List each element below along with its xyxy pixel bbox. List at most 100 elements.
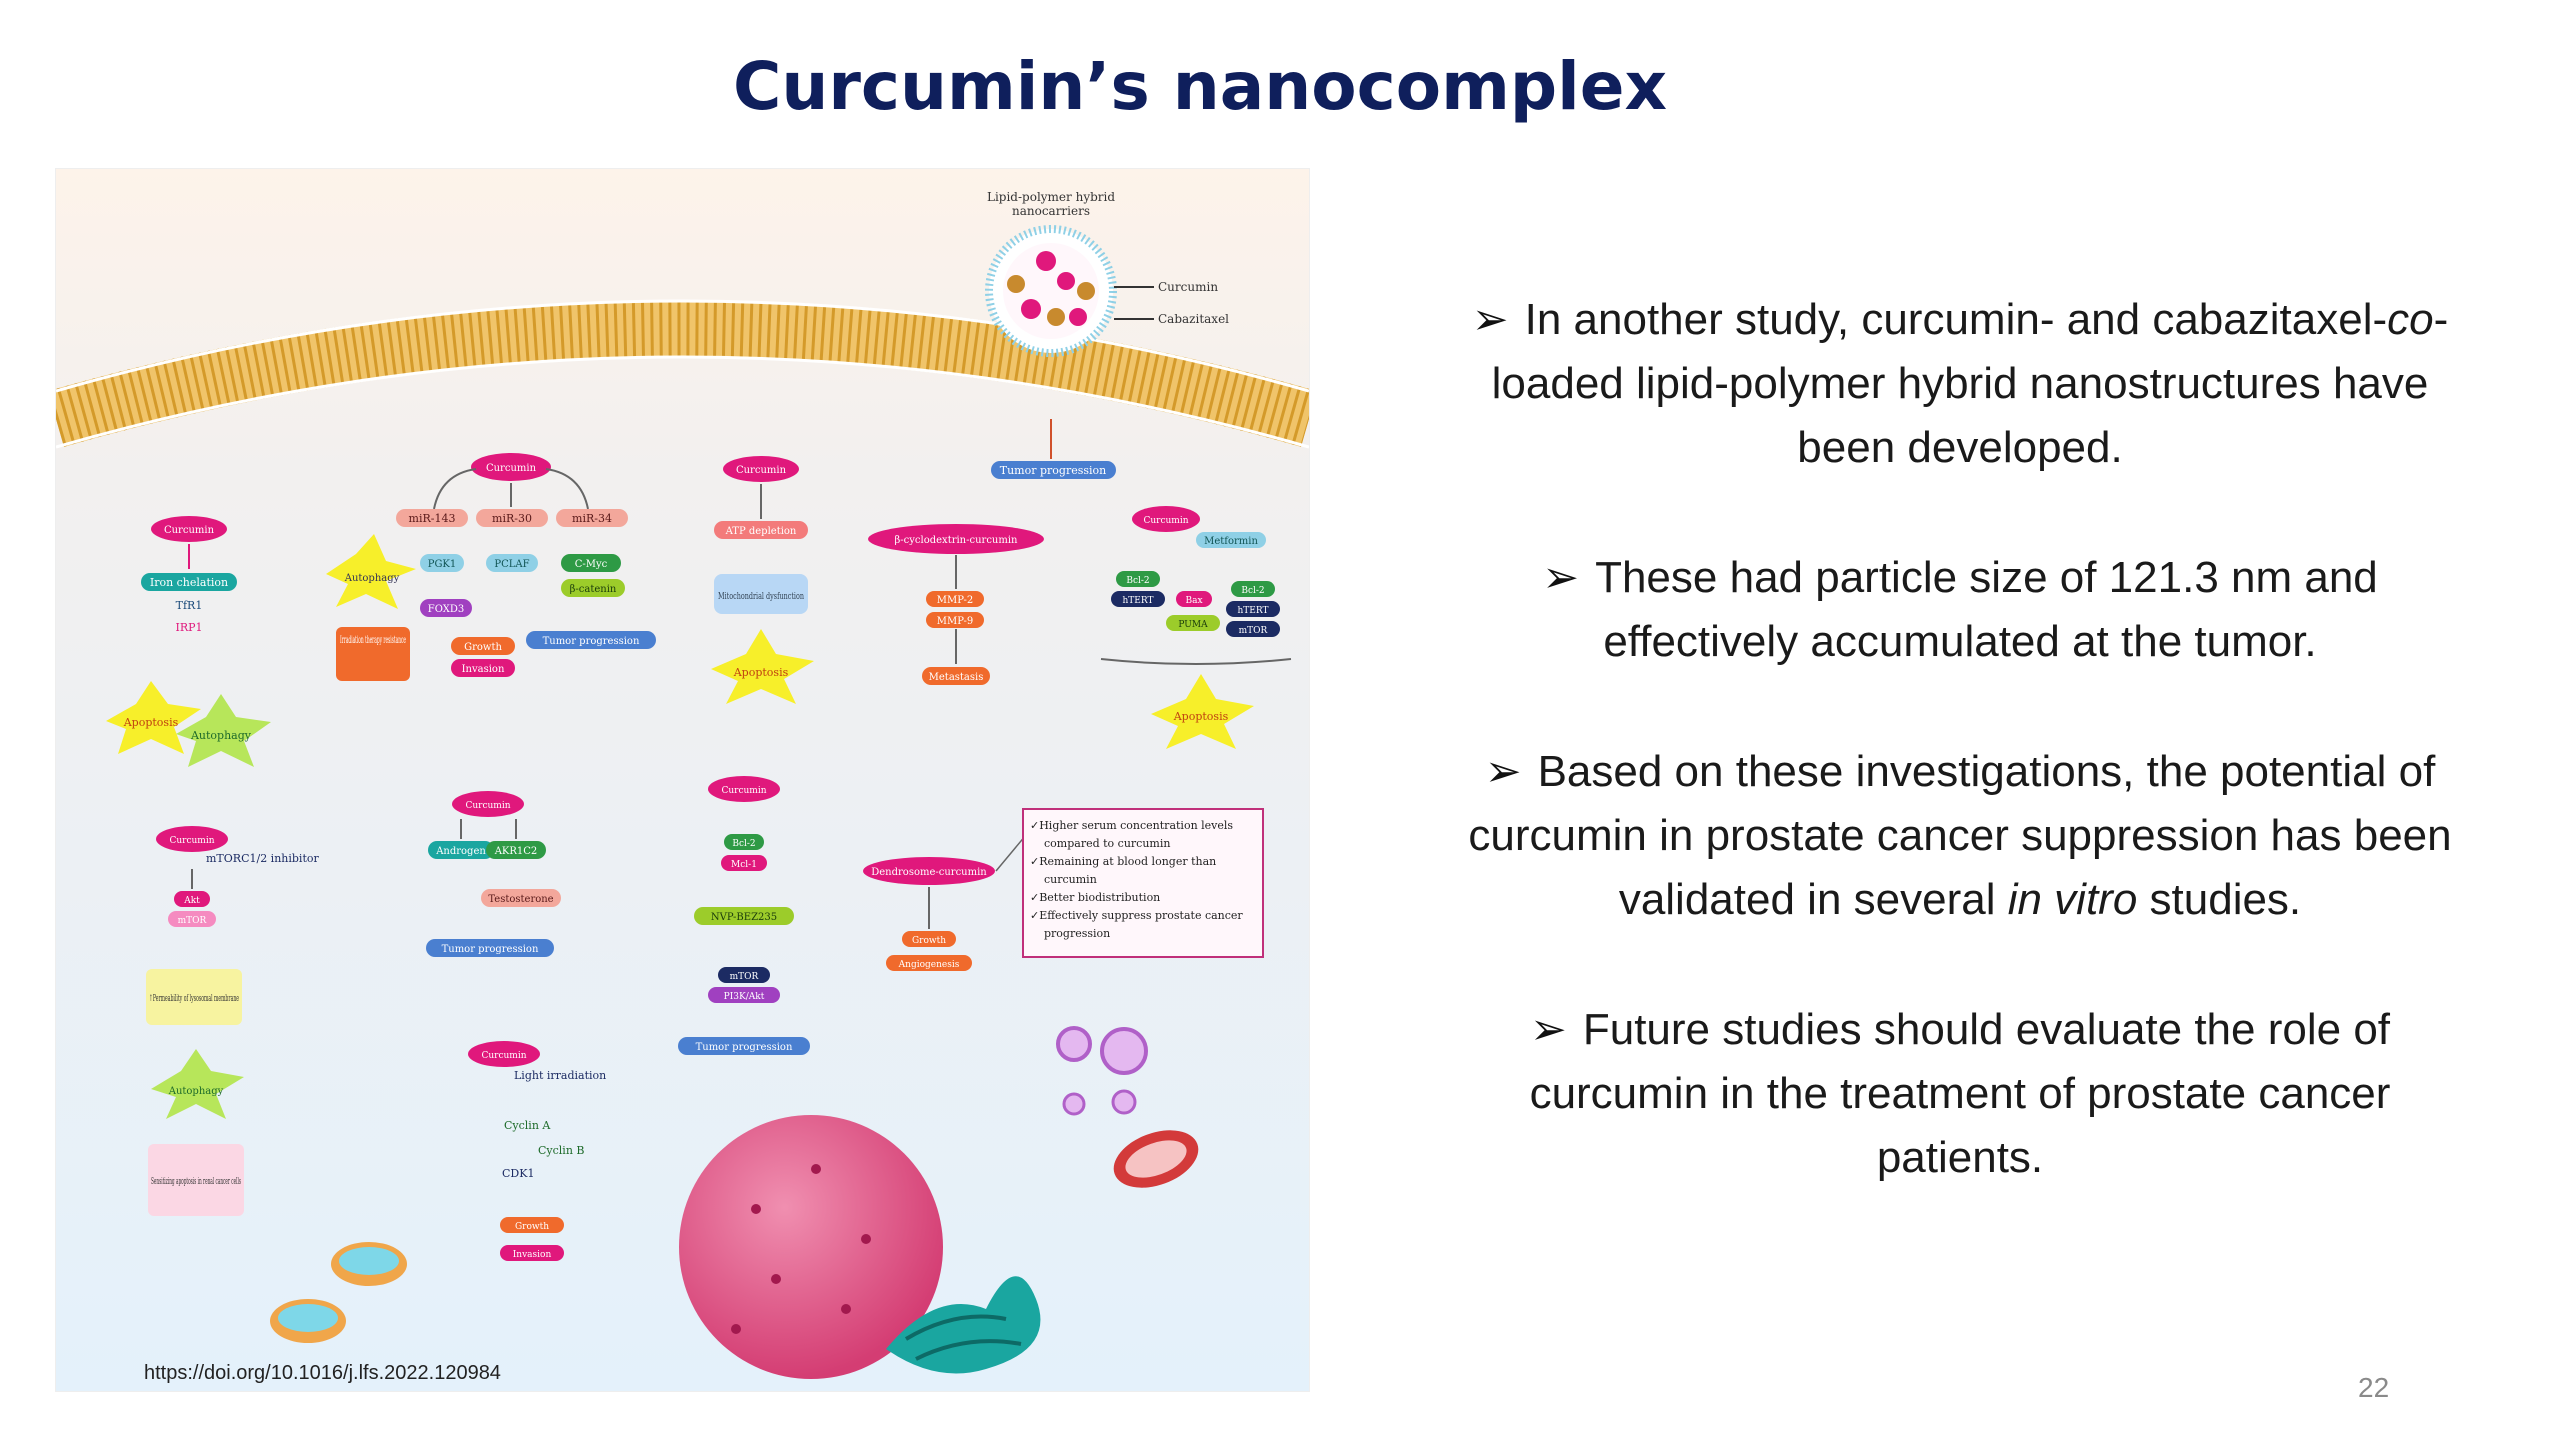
svg-text:Curcumin: Curcumin bbox=[721, 786, 766, 796]
curcumin-legend: Curcumin bbox=[1158, 280, 1218, 294]
svg-text:Tumor progression: Tumor progression bbox=[696, 1042, 793, 1053]
svg-text:Invasion: Invasion bbox=[513, 1250, 552, 1260]
pathway-iron-chelation: Curcumin Iron chelation TfR1 IRP1 Apopto… bbox=[106, 516, 271, 767]
svg-text:TfR1: TfR1 bbox=[176, 599, 203, 612]
svg-text:Cyclin A: Cyclin A bbox=[504, 1119, 551, 1132]
svg-text:Sensitizing apoptosis in renal: Sensitizing apoptosis in renal cancer ce… bbox=[151, 1177, 241, 1187]
pathway-mtor-inhibitor: Curcumin mTORC1/2 inhibitor Akt mTOR ↑Pe… bbox=[146, 826, 319, 1216]
svg-text:Androgen: Androgen bbox=[435, 846, 486, 857]
svg-text:Bcl-2: Bcl-2 bbox=[1241, 586, 1264, 596]
bullet-list: ➢In another study, curcumin- and cabazit… bbox=[1370, 288, 2550, 1256]
svg-text:Light irradiation: Light irradiation bbox=[514, 1069, 606, 1082]
svg-text:Apoptosis: Apoptosis bbox=[1173, 710, 1229, 723]
svg-text:Curcumin: Curcumin bbox=[1143, 516, 1188, 526]
benefits-box bbox=[1022, 808, 1264, 958]
nanocarrier-diagram: Lipid-polymer hybrid nanocarriers Curcum… bbox=[985, 190, 1229, 479]
cell-membrane bbox=[56, 299, 1309, 449]
svg-text:Cyclin B: Cyclin B bbox=[538, 1144, 585, 1157]
svg-text:Growth: Growth bbox=[515, 1222, 549, 1232]
arrow-bullet-icon: ➢ bbox=[1484, 747, 1522, 796]
svg-text:✓Remaining at blood longer tha: ✓Remaining at blood longer than bbox=[1030, 855, 1216, 868]
svg-text:NVP-BEZ235: NVP-BEZ235 bbox=[711, 912, 777, 923]
arrow-bullet-icon: ➢ bbox=[1529, 1005, 1567, 1054]
svg-text:FOXD3: FOXD3 bbox=[428, 604, 464, 615]
cabazitaxel-legend: Cabazitaxel bbox=[1158, 312, 1229, 326]
svg-text:Mcl-1: Mcl-1 bbox=[731, 860, 757, 870]
svg-text:PUMA: PUMA bbox=[1178, 620, 1208, 630]
svg-text:mTOR: mTOR bbox=[178, 916, 207, 926]
svg-text:Metastasis: Metastasis bbox=[929, 672, 984, 683]
pathway-cyclodextrin: β-cyclodextrin-curcumin MMP-2 MMP-9 Meta… bbox=[868, 524, 1044, 685]
svg-text:Bax: Bax bbox=[1185, 596, 1202, 606]
svg-text:progression: progression bbox=[1044, 927, 1110, 940]
svg-text:↑Permeability of lysosomal mem: ↑Permeability of lysosomal membrane bbox=[149, 994, 239, 1004]
arrow-bullet-icon: ➢ bbox=[1542, 553, 1580, 602]
svg-text:MMP-2: MMP-2 bbox=[937, 595, 973, 606]
svg-text:Curcumin: Curcumin bbox=[169, 836, 214, 846]
bullet-item: ➢In another study, curcumin- and cabazit… bbox=[1370, 288, 2550, 480]
bullet-item: ➢Future studies should evaluate the role… bbox=[1370, 998, 2550, 1190]
svg-text:Akt: Akt bbox=[183, 896, 200, 906]
svg-text:hTERT: hTERT bbox=[1123, 596, 1154, 606]
svg-text:Curcumin: Curcumin bbox=[481, 1051, 526, 1061]
svg-text:PCLAF: PCLAF bbox=[494, 559, 529, 570]
svg-text:Autophagy: Autophagy bbox=[168, 1086, 224, 1097]
svg-text:Apoptosis: Apoptosis bbox=[123, 716, 179, 729]
svg-text:Curcumin: Curcumin bbox=[164, 525, 215, 536]
pathway-atp-depletion: Curcumin ATP depletion Mitochondrial dys… bbox=[711, 456, 814, 704]
pathway-androgen: Curcumin Androgen AKR1C2 Testosterone Tu… bbox=[426, 791, 561, 957]
svg-text:curcumin: curcumin bbox=[1044, 873, 1097, 886]
pathway-dendrosome: Dendrosome-curcumin Growth Angiogenesis … bbox=[863, 808, 1264, 971]
svg-text:Tumor progression: Tumor progression bbox=[442, 944, 539, 955]
svg-text:MMP-9: MMP-9 bbox=[937, 616, 973, 627]
slide-title: Curcumin’s nanocomplex bbox=[732, 48, 1668, 125]
svg-text:Iron chelation: Iron chelation bbox=[150, 576, 228, 589]
svg-text:Mitochondrial dysfunction: Mitochondrial dysfunction bbox=[718, 592, 804, 602]
svg-text:compared to curcumin: compared to curcumin bbox=[1044, 837, 1170, 850]
svg-text:PGK1: PGK1 bbox=[428, 559, 457, 570]
svg-text:Autophagy: Autophagy bbox=[190, 729, 252, 742]
arrow-bullet-icon: ➢ bbox=[1471, 295, 1509, 344]
svg-text:Tumor progression: Tumor progression bbox=[1000, 464, 1106, 477]
pathway-figure: Lipid-polymer hybrid nanocarriers Curcum… bbox=[55, 168, 1310, 1392]
doi-citation: https://doi.org/10.1016/j.lfs.2022.12098… bbox=[144, 1362, 501, 1384]
page-number: 22 bbox=[2358, 1372, 2390, 1403]
svg-text:Testosterone: Testosterone bbox=[488, 894, 553, 905]
svg-text:mTOR: mTOR bbox=[1239, 626, 1268, 636]
svg-text:✓Effectively suppress prostate: ✓Effectively suppress prostate cancer bbox=[1030, 909, 1243, 922]
nucleus bbox=[679, 1115, 943, 1379]
svg-text:miR-143: miR-143 bbox=[409, 512, 456, 525]
svg-text:Bcl-2: Bcl-2 bbox=[732, 839, 755, 849]
svg-text:Curcumin: Curcumin bbox=[465, 801, 510, 811]
svg-text:Bcl-2: Bcl-2 bbox=[1126, 576, 1149, 586]
svg-text:Curcumin: Curcumin bbox=[736, 465, 787, 476]
svg-text:PI3K/Akt: PI3K/Akt bbox=[724, 992, 765, 1002]
svg-text:miR-30: miR-30 bbox=[492, 512, 532, 525]
svg-text:β-catenin: β-catenin bbox=[570, 584, 617, 595]
svg-text:Dendrosome-curcumin: Dendrosome-curcumin bbox=[871, 867, 987, 878]
svg-text:Curcumin: Curcumin bbox=[486, 463, 537, 474]
organelle-illustrations bbox=[270, 1026, 1199, 1379]
svg-text:mTORC1/2 inhibitor: mTORC1/2 inhibitor bbox=[206, 852, 319, 865]
svg-text:Apoptosis: Apoptosis bbox=[733, 666, 789, 679]
svg-text:C-Myc: C-Myc bbox=[575, 559, 608, 570]
svg-text:Metformin: Metformin bbox=[1204, 536, 1258, 547]
svg-text:hTERT: hTERT bbox=[1238, 606, 1269, 616]
svg-text:miR-34: miR-34 bbox=[572, 512, 612, 525]
svg-text:ATP depletion: ATP depletion bbox=[725, 526, 797, 537]
svg-text:β-cyclodextrin-curcumin: β-cyclodextrin-curcumin bbox=[895, 535, 1019, 546]
bullet-item: ➢Based on these investigations, the pote… bbox=[1370, 740, 2550, 932]
svg-text:Autophagy: Autophagy bbox=[344, 573, 400, 584]
svg-text:IRP1: IRP1 bbox=[175, 621, 202, 634]
pathway-light-irradiation: Curcumin Light irradiation Cyclin A Cycl… bbox=[468, 1041, 606, 1261]
nanocarrier-title: Lipid-polymer hybrid bbox=[987, 190, 1115, 204]
pathway-nvp: Curcumin Bcl-2 Mcl-1 NVP-BEZ235 mTOR PI3… bbox=[678, 776, 810, 1055]
svg-text:Angiogenesis: Angiogenesis bbox=[898, 960, 960, 970]
nanocarrier-title-2: nanocarriers bbox=[1012, 204, 1090, 218]
svg-text:Tumor progression: Tumor progression bbox=[543, 636, 640, 647]
svg-text:CDK1: CDK1 bbox=[502, 1167, 534, 1180]
pathway-metformin: Curcumin Metformin Bcl-2 hTERT Bax PUMA … bbox=[1100, 506, 1292, 749]
irradiation-text: Irradiation therapy resistance bbox=[340, 635, 406, 646]
svg-text:Invasion: Invasion bbox=[462, 664, 505, 675]
svg-text:✓Higher serum concentration le: ✓Higher serum concentration levels bbox=[1030, 819, 1233, 832]
